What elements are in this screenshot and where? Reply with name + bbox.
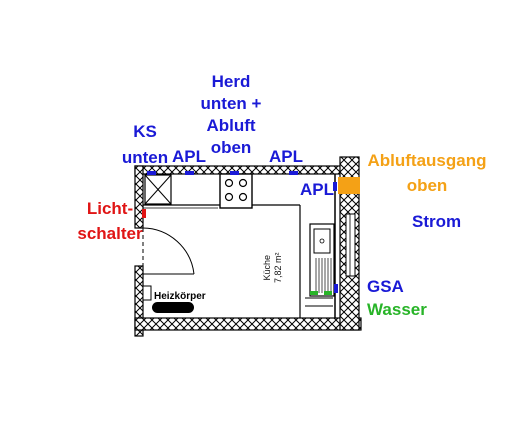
label-licht-line2: schalter [77,224,143,243]
label-apl-left: APL [172,147,206,166]
label-wasser: Wasser [367,300,427,319]
wall-bottom [134,317,362,331]
stove [219,173,253,209]
outlet-ks [147,171,156,175]
label-herd-line4: oben [210,138,252,157]
label-ks: KS unten [120,121,170,169]
label-herd: Herd unten + Abluft oben [196,71,266,159]
label-abluft-line1: Abluftausgang [367,151,487,170]
wall-left-upper [134,165,144,229]
room-area: 7,82 m² [273,252,283,283]
window-right [345,213,356,277]
light-switch [142,209,146,218]
door-swing [142,227,195,275]
label-gsa: GSA [367,277,404,296]
label-lichtschalter: Licht- schalter [68,198,152,245]
room-name: Küche [262,254,272,281]
water-connection-2 [324,291,332,295]
radiator [152,302,194,313]
label-apl-right: APL [300,180,334,199]
label-herd-line3: Abluft [206,116,256,135]
wall-left-lower [134,265,144,337]
label-ks-line2: unten [121,148,169,167]
outlet-apl-left [185,171,194,175]
label-herd-line1: Herd [211,72,251,91]
label-licht-line1: Licht- [86,199,134,218]
label-abluftausgang: Abluftausgang oben [362,150,492,197]
outlet-apl-top [289,171,298,175]
label-abluft-line2: oben [406,176,448,195]
outlet-herd [230,171,239,175]
label-strom: Strom [412,212,462,231]
outlet-gsa [334,284,338,293]
room-label: Küche 7,82 m² [262,252,284,283]
outlet-apl-right [333,182,337,191]
label-herd-line2: unten + [200,94,262,113]
label-heizkoerper: Heizkörper [154,291,206,302]
label-apl-top: APL [269,147,303,166]
vent-outlet [338,177,360,194]
water-connection-1 [310,291,318,295]
label-ks-line1: KS [133,122,157,141]
